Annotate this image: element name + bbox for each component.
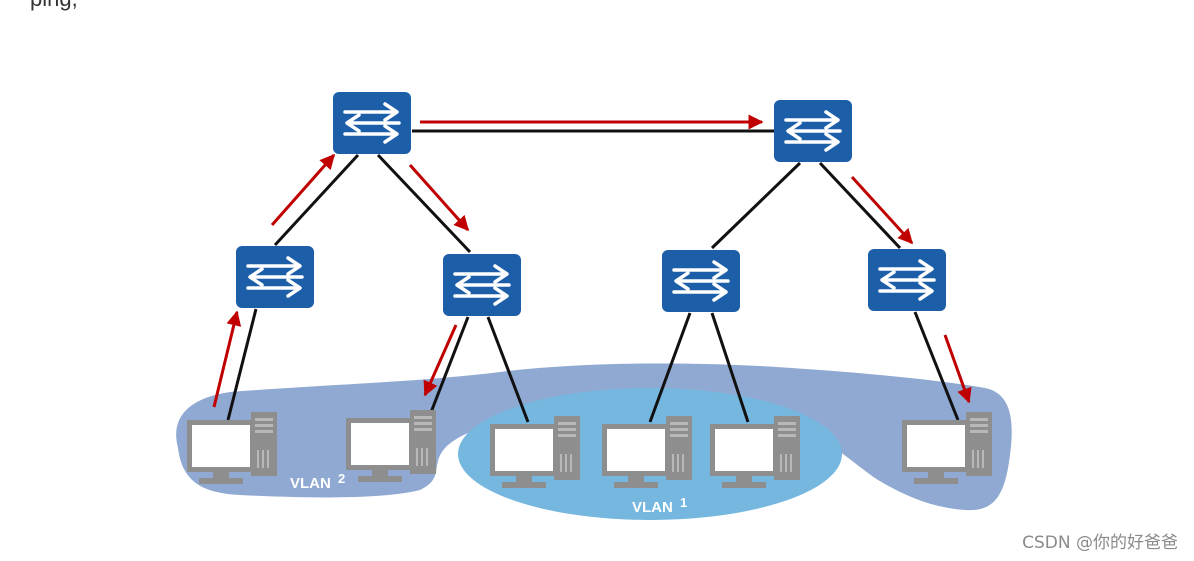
link-core1-agg2 <box>376 153 472 254</box>
vlan1-label: VLAN 1 <box>632 495 687 516</box>
link-agg2-pc3 <box>486 316 530 423</box>
watermark: CSDN @你的好爸爸 <box>1022 533 1178 553</box>
traffic-arrows <box>212 114 972 408</box>
vlan1-number: 1 <box>680 495 687 510</box>
link-agg3-pc4 <box>648 312 692 423</box>
link-agg4-pc6 <box>913 311 960 421</box>
switch-icon <box>331 90 413 156</box>
links <box>226 129 960 423</box>
link-agg3-pc5 <box>710 312 750 423</box>
vlan2-label: VLAN 2 <box>290 471 345 492</box>
switch-icon <box>660 248 742 314</box>
vlan2-name: VLAN <box>290 475 331 492</box>
top-text-fragment: ping, <box>30 0 78 12</box>
switch-icon <box>441 252 523 318</box>
switch-icon <box>772 98 854 164</box>
switch-icon <box>866 247 948 313</box>
switch-icon <box>234 244 316 310</box>
arrow-agg2-pc2 <box>423 324 458 397</box>
arrow-agg1-core1 <box>270 153 336 226</box>
arrow-pc1-agg1 <box>212 310 242 408</box>
vlan1-name: VLAN <box>632 499 673 516</box>
link-agg2-pc2 <box>426 316 470 421</box>
arrow-agg4-pc6 <box>943 334 972 404</box>
vlan2-number: 2 <box>338 471 345 486</box>
link-agg1-pc1 <box>226 308 258 421</box>
link-core2-agg4 <box>818 161 902 250</box>
arrow-core2-agg4 <box>850 175 914 245</box>
link-core1-agg1 <box>273 153 360 247</box>
link-core2-agg3 <box>710 161 802 250</box>
arrow-core1-agg2 <box>408 164 470 232</box>
